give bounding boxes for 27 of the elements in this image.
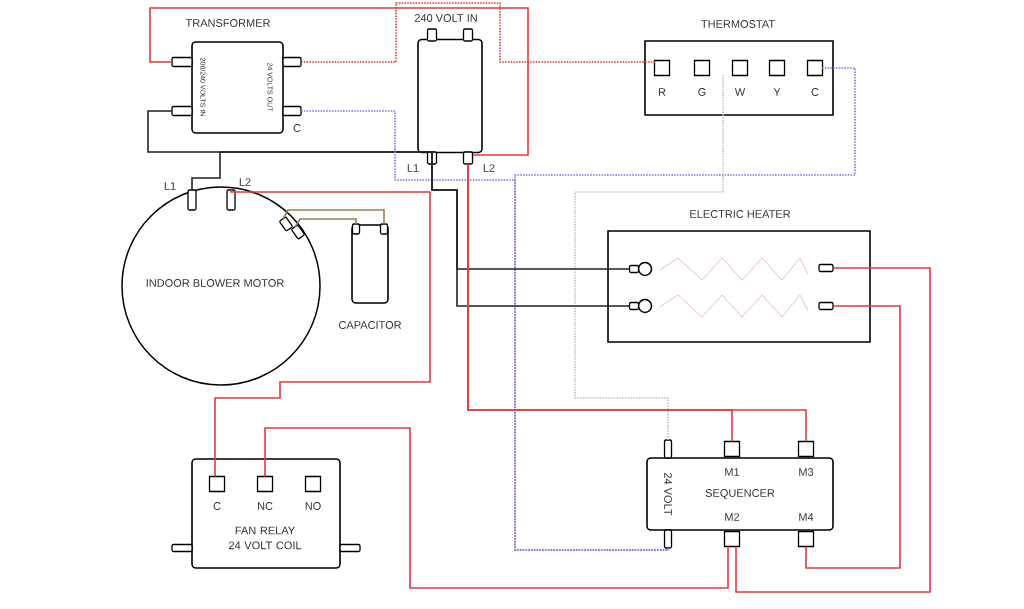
wire bbox=[294, 218, 357, 228]
wire bbox=[214, 189, 431, 478]
terminal-label: L1 bbox=[164, 182, 176, 190]
wire bbox=[431, 163, 631, 307]
component-label: TRANSFORMER bbox=[185, 19, 270, 27]
wire bbox=[191, 151, 433, 191]
wire bbox=[574, 74, 724, 441]
component-label: 240 VOLT IN bbox=[414, 14, 477, 22]
wire bbox=[282, 209, 385, 225]
wire bbox=[467, 163, 807, 443]
terminal-label: L2 bbox=[483, 164, 495, 172]
terminal-label: R bbox=[658, 88, 666, 96]
component-label: THERMOSTAT bbox=[701, 20, 775, 28]
wire bbox=[805, 305, 901, 569]
component-label: CAPACITOR bbox=[339, 321, 402, 329]
wire bbox=[300, 2, 656, 63]
wire bbox=[514, 67, 856, 551]
wire bbox=[149, 7, 529, 156]
terminal-label: G bbox=[698, 88, 706, 96]
component-label: ELECTRIC HEATER bbox=[690, 210, 791, 218]
terminal-label: W bbox=[734, 88, 746, 96]
terminal-label: L1 bbox=[407, 164, 419, 172]
terminal-label: L2 bbox=[239, 178, 251, 186]
terminal-label: C bbox=[811, 88, 819, 96]
terminal-label: C bbox=[293, 124, 301, 132]
component-label: INDOOR BLOWER MOTOR bbox=[146, 279, 284, 287]
terminal-label: Y bbox=[773, 88, 781, 96]
